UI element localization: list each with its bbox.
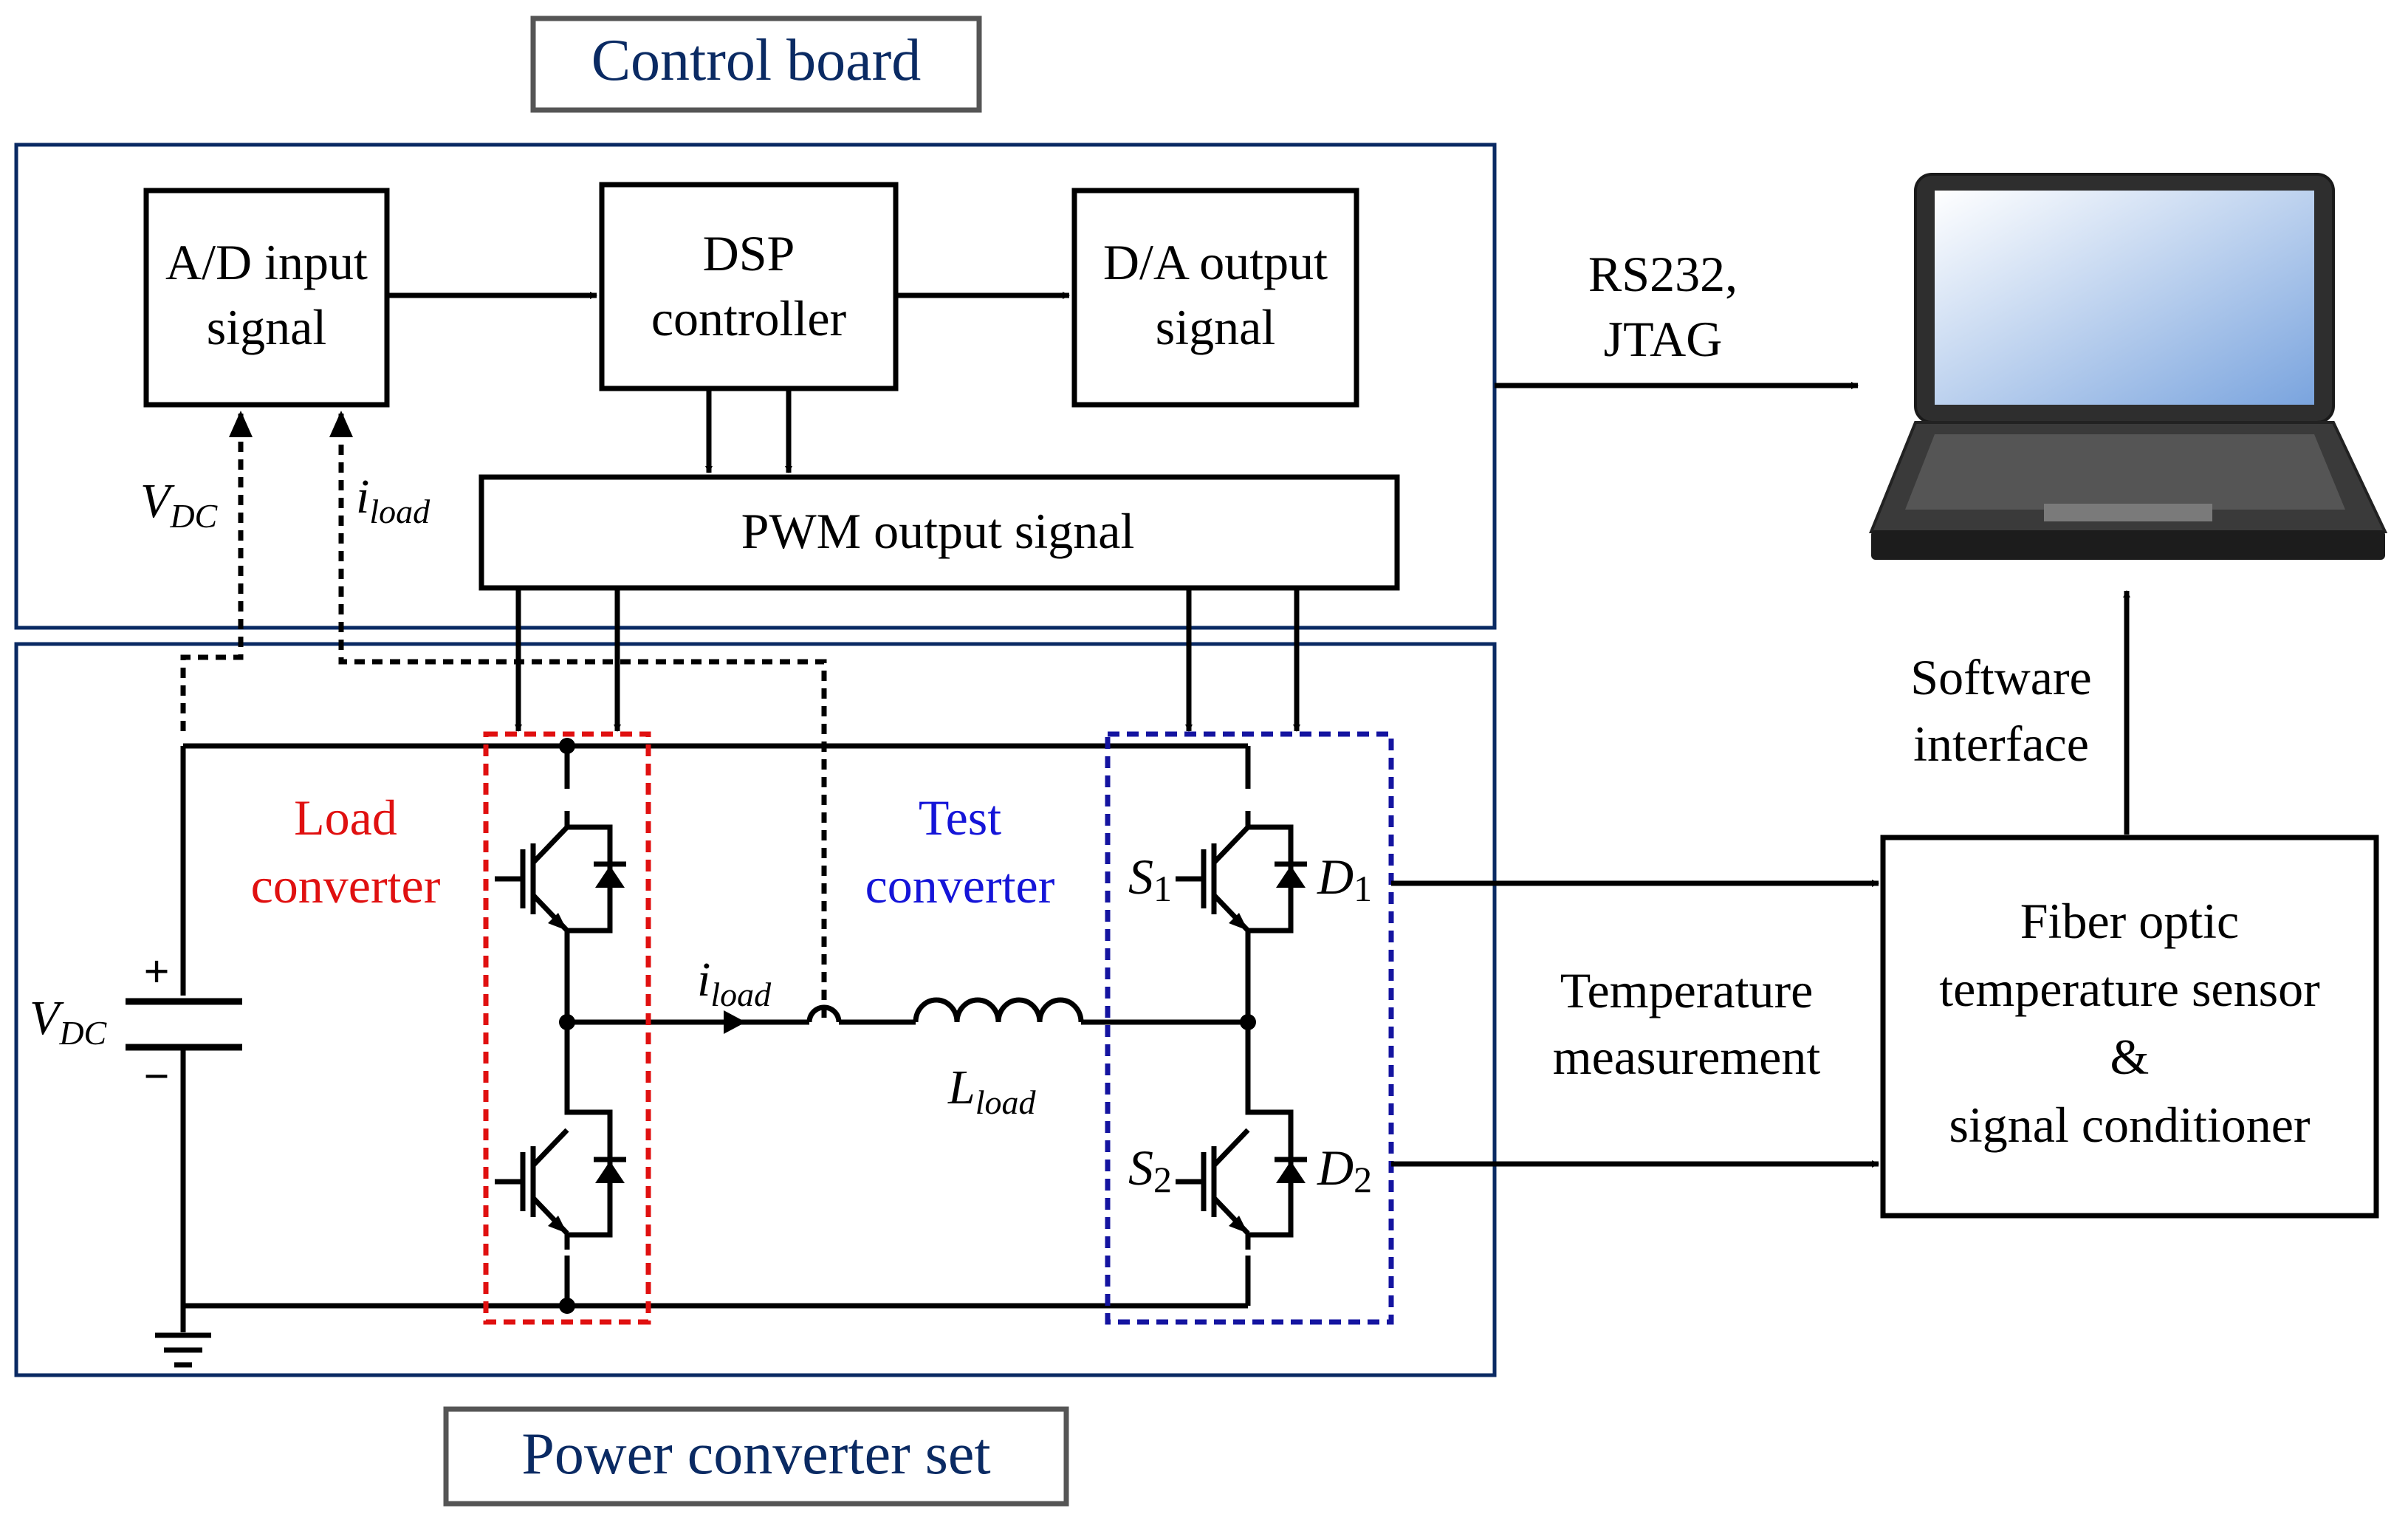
pwm-output-label: PWM output signal xyxy=(741,503,1135,559)
software-label-2: interface xyxy=(1913,716,2089,772)
lload-label: Lload xyxy=(947,1061,1036,1121)
s2-label: S2 xyxy=(1128,1140,1172,1200)
fiber-optic-sensor-block: Fiber optic temperature sensor & signal … xyxy=(1880,835,2379,1219)
capacitor-plus: + xyxy=(143,947,169,997)
test-converter-label-1: Test xyxy=(919,790,1001,846)
wire-crossing xyxy=(806,1004,842,1023)
ad-input-label-2: signal xyxy=(207,299,326,355)
test-igbt-bottom xyxy=(1176,1095,1307,1256)
laptop-icon xyxy=(1869,173,2388,560)
vdc-source-label: VDC xyxy=(30,991,108,1052)
control-board-title: Control board xyxy=(530,16,982,113)
iload-feedback-arrowhead xyxy=(329,411,353,437)
rs232-label: RS232, xyxy=(1588,246,1738,302)
junction-dot xyxy=(559,738,575,754)
da-output-label-1: D/A output xyxy=(1103,234,1328,290)
load-converter-label-2: converter xyxy=(251,857,441,914)
iload-circuit-label: iload xyxy=(697,953,772,1013)
s1-label: S1 xyxy=(1128,849,1172,909)
iload-feedback-label: iload xyxy=(356,470,431,530)
control-board-title-text: Control board xyxy=(591,28,922,93)
sensor-label-2: temperature sensor xyxy=(1939,961,2320,1017)
ad-input-block: A/D input signal xyxy=(143,188,390,408)
capacitor-icon xyxy=(126,998,242,1051)
load-converter-label-1: Load xyxy=(294,790,397,846)
sensor-label-4: signal conditioner xyxy=(1949,1097,2310,1153)
dsp-controller-block: DSP controller xyxy=(599,182,899,391)
temperature-label-1: Temperature xyxy=(1560,962,1814,1018)
test-converter-box xyxy=(1105,731,1394,1325)
junction-dot xyxy=(559,1298,575,1314)
test-igbt-top xyxy=(1176,789,1307,945)
da-output-label-2: signal xyxy=(1156,299,1275,355)
dsp-label-1: DSP xyxy=(703,225,795,281)
sensor-label-1: Fiber optic xyxy=(2020,893,2240,949)
d1-label: D1 xyxy=(1317,849,1372,909)
load-igbt-bottom xyxy=(495,1095,626,1256)
test-converter-label-2: converter xyxy=(865,857,1055,914)
inductor-icon xyxy=(913,997,1084,1023)
dsp-label-2: controller xyxy=(651,290,847,346)
ad-input-label-1: A/D input xyxy=(165,234,368,290)
power-converter-set-title: Power converter set xyxy=(443,1406,1069,1507)
power-converter-panel xyxy=(14,642,1497,1377)
d2-label: D2 xyxy=(1317,1140,1372,1200)
da-output-block: D/A output signal xyxy=(1071,188,1359,408)
software-label-1: Software xyxy=(1910,649,2091,705)
sensor-label-3: & xyxy=(2110,1029,2150,1085)
vdc-feedback-line xyxy=(180,414,244,731)
iload-feedback-line xyxy=(338,414,827,1018)
vdc-feedback-arrowhead xyxy=(229,411,253,437)
load-converter-box xyxy=(483,731,651,1325)
pwm-output-block: PWM output signal xyxy=(478,474,1400,591)
vdc-feedback-label: VDC xyxy=(140,474,219,535)
load-igbt-top xyxy=(495,789,626,945)
power-converter-set-title-text: Power converter set xyxy=(521,1422,990,1487)
ground-icon xyxy=(155,1332,211,1368)
current-direction-arrow xyxy=(724,1010,746,1034)
jtag-label: JTAG xyxy=(1604,311,1723,367)
temperature-label-2: measurement xyxy=(1553,1029,1821,1085)
capacitor-minus: − xyxy=(143,1052,169,1102)
